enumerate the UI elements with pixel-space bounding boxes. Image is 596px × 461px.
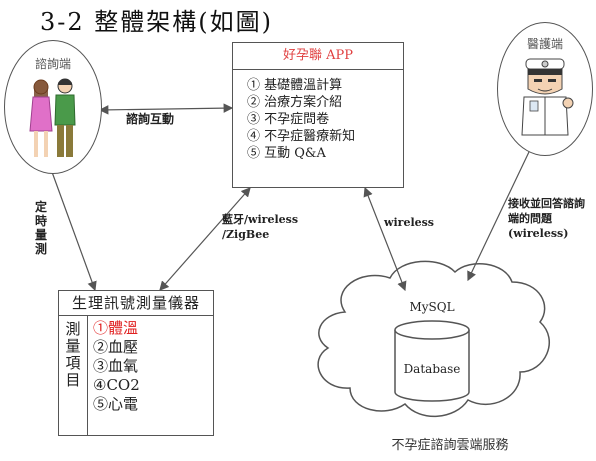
app-feature-item: ④ 不孕症醫療新知: [247, 129, 356, 144]
app-feature-list: ① 基礎體溫計算 ② 治療方案介紹 ③ 不孕症問卷 ④ 不孕症醫療新知 ⑤ 互動…: [247, 77, 355, 162]
doctor-icon: [521, 58, 574, 136]
sensor-item: ⑤心電: [93, 395, 139, 413]
app-box: 好孕聯 APP ① 基礎體溫計算 ② 治療方案介紹 ③ 不孕症問卷 ④ 不孕症醫…: [232, 42, 404, 188]
app-feature-item: ③ 不孕症問卷: [247, 112, 330, 127]
edge-app-cloud: [363, 186, 407, 292]
sensor-item: ④CO2: [93, 376, 140, 394]
sensor-side-label: 測量項目: [65, 320, 81, 389]
people-icon: [29, 78, 76, 157]
consult-end-node: 諮詢端: [4, 40, 102, 174]
medical-end-label: 醫護端: [526, 37, 563, 51]
edge-label-consult-interact: 諮詢互動: [126, 112, 175, 126]
database-cylinder: [394, 320, 470, 402]
sensor-title: 生理訊號測量儀器: [59, 291, 213, 316]
edge-label-wireless: wireless: [384, 216, 435, 229]
app-feature-item: ② 治療方案介紹: [247, 95, 343, 110]
edge-sensor-app: [159, 187, 251, 291]
edge-consult-sensor: [51, 171, 97, 292]
medical-end-node: 醫護端: [497, 22, 593, 156]
edge-label-receive-answer: 接收並回答諮詢端的問題 (wireless): [508, 197, 585, 240]
sensor-item-list: ①體溫 ②血壓 ③血氧 ④CO2 ⑤心電: [93, 319, 140, 414]
sensor-item: ②血壓: [93, 338, 139, 356]
sensor-box: 生理訊號測量儀器 測量項目 ①體溫 ②血壓 ③血氧 ④CO2 ⑤心電: [58, 290, 214, 436]
db-label: Database: [403, 362, 461, 376]
cloud-caption: 不孕症諮詢雲端服務: [391, 438, 509, 453]
sensor-item: ①體溫: [93, 319, 139, 337]
consult-end-label: 諮詢端: [34, 57, 71, 71]
app-feature-item: ① 基礎體溫計算: [247, 78, 343, 93]
edge-consult-app: [98, 103, 234, 115]
db-type-label: MySQL: [409, 300, 455, 314]
sensor-item: ③血氧: [93, 357, 139, 375]
edge-label-bluetooth: 藍牙/wireless /ZigBee: [222, 213, 299, 241]
app-title: 好孕聯 APP: [233, 43, 403, 70]
sensor-side-cell: 測量項目: [59, 315, 88, 435]
page-title: 3-2 整體架構(如圖): [40, 8, 274, 36]
app-feature-item: ⑤ 互動 Q&A: [247, 146, 326, 161]
edge-label-timed-measure: 定時量測: [34, 200, 47, 256]
